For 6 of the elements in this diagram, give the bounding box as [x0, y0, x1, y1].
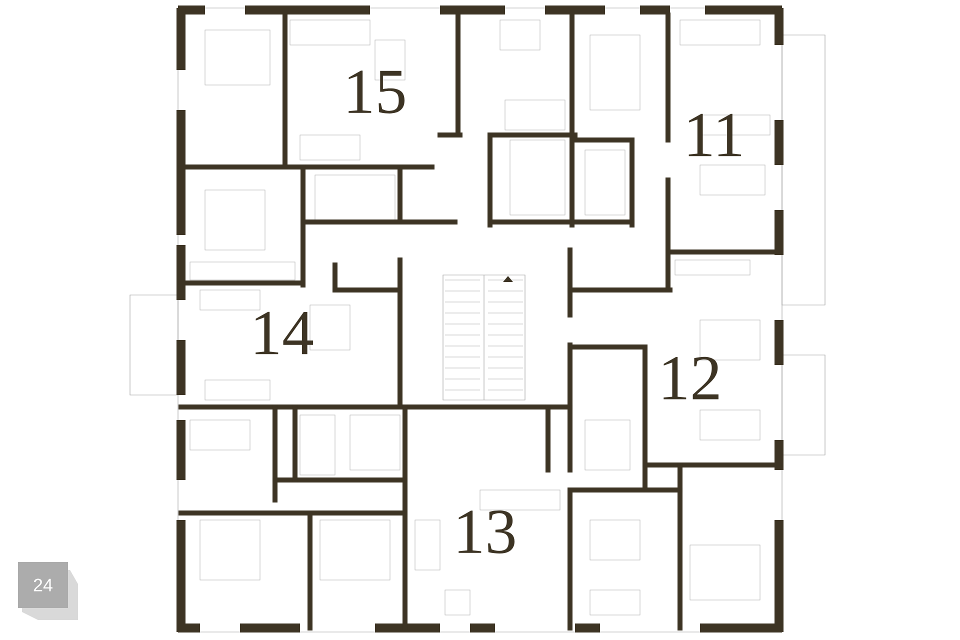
apartment-number: 12: [664, 356, 718, 400]
apartment-number: 15: [348, 70, 404, 114]
apartment-number: 13: [458, 510, 514, 554]
apartment-number: 14: [256, 312, 313, 354]
apartment-number: 11: [688, 114, 741, 156]
page-badge: 24: [18, 562, 78, 620]
